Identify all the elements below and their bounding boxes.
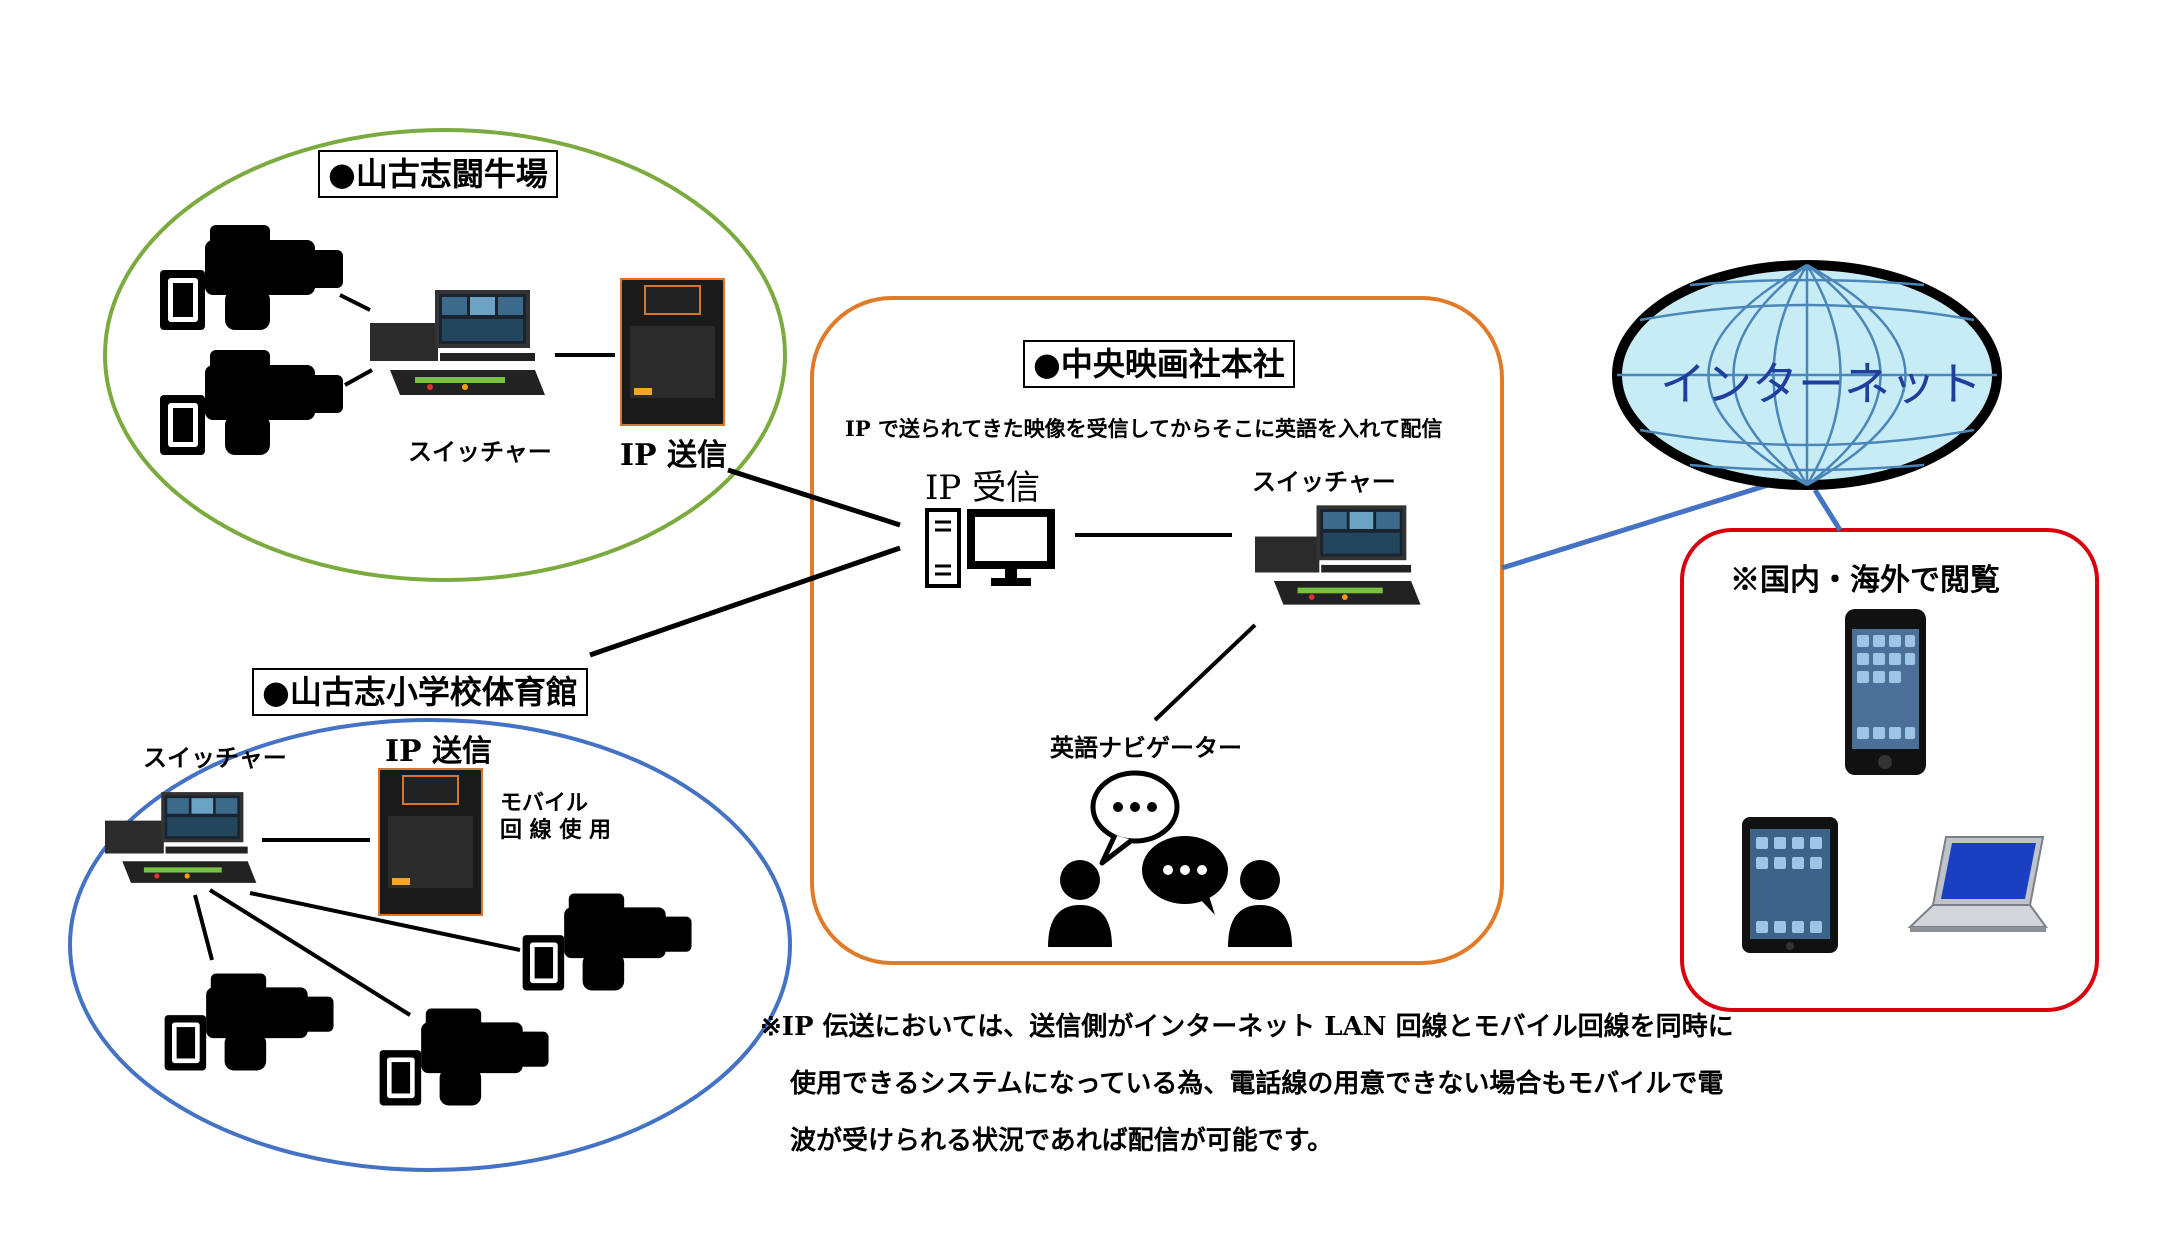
venue2-switcher-label: スイッチャー <box>143 743 287 772</box>
laptop-icon <box>1908 836 2048 932</box>
video-switcher-icon <box>370 290 545 395</box>
desktop-computer-icon <box>925 508 1055 588</box>
video-camera-icon <box>379 1008 549 1106</box>
internet-label: インターネット <box>1660 357 1982 411</box>
hq-ip-receive-label: IP 受信 <box>925 468 1041 508</box>
footnote-line-2: 使用できるシステムになっている為、電話線の用意できない場合もモバイルで電 <box>790 1069 1724 1099</box>
video-switcher-icon <box>1255 505 1421 605</box>
hq-title: ●中央映画社本社 <box>1023 340 1295 388</box>
hq-description: IP で送られてきた映像を受信してからそこに英語を入れて配信 <box>845 416 1443 441</box>
video-camera-icon <box>160 350 343 455</box>
venue2-ip-label: IP 送信 <box>385 734 493 769</box>
footnote-line-1: ※IP 伝送においては、送信側がインターネット LAN 回線とモバイル回線を同時… <box>760 1012 1734 1042</box>
viewers-title: ※国内・海外で閲覧 <box>1730 563 2000 598</box>
footnote-line-3: 波が受けられる状況であれば配信が可能です。 <box>790 1126 1334 1156</box>
video-switcher-icon <box>105 792 257 883</box>
venue1-ip-label: IP 送信 <box>620 438 728 473</box>
conversation-people-icon <box>1048 770 1292 947</box>
hq-switcher-label: スイッチャー <box>1252 467 1396 496</box>
smartphone-icon <box>1845 609 1926 775</box>
video-camera-icon <box>164 973 334 1071</box>
navigator-label: 英語ナビゲーター <box>1050 733 1242 762</box>
venue2-mobile-line-label: 回 線 使 用 <box>500 817 611 843</box>
venue1-title: ●山古志闘牛場 <box>318 150 558 198</box>
venue1-switcher-label: スイッチャー <box>408 437 552 466</box>
video-camera-icon <box>522 893 692 991</box>
venue2-mobile-label: モバイル <box>500 790 589 816</box>
video-camera-icon <box>160 225 343 330</box>
tablet-icon <box>1742 817 1838 953</box>
ip-encoder-icon <box>620 278 725 426</box>
ip-encoder-icon <box>378 768 483 916</box>
venue2-title: ●山古志小学校体育館 <box>252 668 588 716</box>
